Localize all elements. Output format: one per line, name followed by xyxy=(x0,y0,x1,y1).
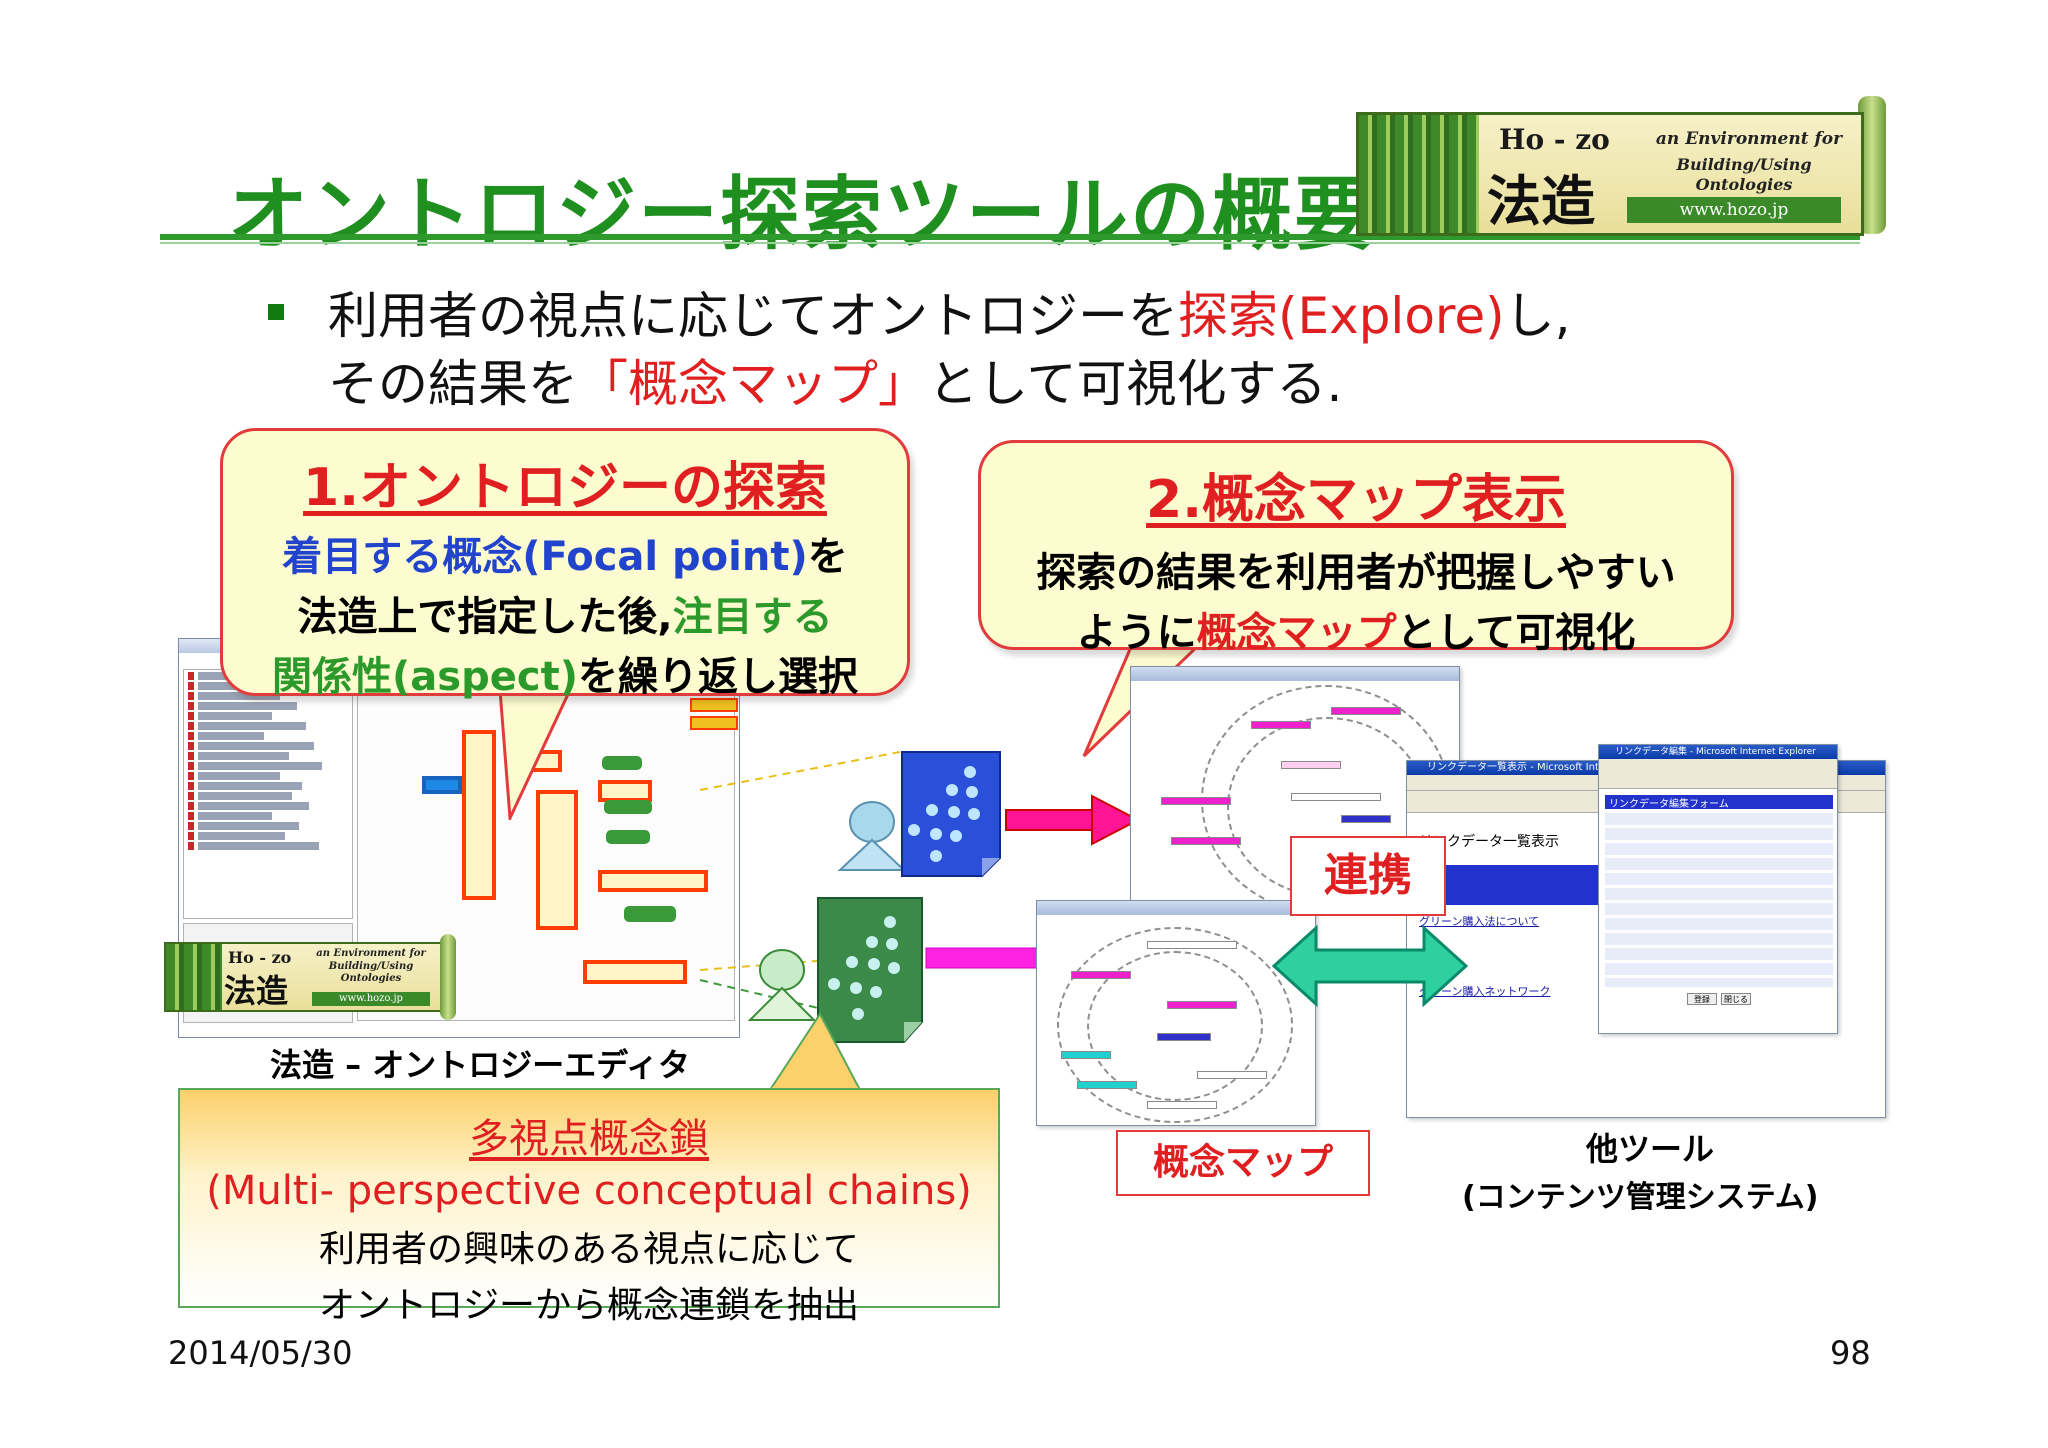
focal-point-text: 着目する概念(Focal point) xyxy=(282,534,808,580)
bullet-text: 利用者の視点に応じてオントロジーを xyxy=(328,287,1178,345)
logo-small-kanji: 法造 xyxy=(224,972,289,1010)
callout-text: ように xyxy=(1076,610,1197,656)
callout-1-tail xyxy=(498,690,572,820)
bamboo-graphic xyxy=(1359,115,1480,233)
bullet-text: として可視化する. xyxy=(928,355,1343,413)
title-underline xyxy=(160,234,1860,240)
cms-form-window: リンクデータ編集 - Microsoft Internet Explorer リ… xyxy=(1598,744,1838,1034)
logo-small-url: www.hozo.jp xyxy=(312,992,430,1006)
callout-text: を xyxy=(807,534,848,580)
callout-multi-perspective-chains: 多視点概念鎖 (Multi- perspective conceptual ch… xyxy=(178,1088,1000,1326)
chains-callout-tail xyxy=(768,1012,862,1091)
cms-list-heading: リンクデータ一覧表示 xyxy=(1419,834,1559,850)
cms-form-register-button[interactable]: 登録 xyxy=(1687,993,1717,1005)
callout-2-line-1: 探索の結果を利用者が把握しやすい xyxy=(1036,550,1676,596)
cms-form-window-title: リンクデータ編集 - Microsoft Internet Explorer xyxy=(1599,745,1837,759)
chains-heading: 多視点概念鎖 xyxy=(469,1116,709,1162)
other-tool-label: 他ツール xyxy=(1586,1130,1715,1168)
logo-tagline-2: Building/Using Ontologies xyxy=(1676,155,1812,194)
page-number: 98 xyxy=(1830,1334,1871,1372)
arrow-to-map-1 xyxy=(1005,794,1141,846)
bullet-highlight-explore: 探索(Explore) xyxy=(1178,287,1505,345)
bullet-text: その結果を xyxy=(328,355,578,413)
aspect-text: 関係性(aspect) xyxy=(272,654,578,700)
callout-1-heading: 1.オントロジーの探索 xyxy=(303,458,827,518)
concept-map-highlight: 概念マップ xyxy=(1196,610,1397,656)
chains-line-1: 利用者の興味のある視点に応じて xyxy=(318,1229,859,1270)
bullet-marker xyxy=(268,304,284,320)
bullet-text: し, xyxy=(1504,287,1571,345)
logo-name: Ho - zo xyxy=(1499,123,1610,156)
logo-small-scroll-roll xyxy=(440,934,456,1020)
callout-text: を繰り返し選択 xyxy=(577,654,858,700)
callout-text: 法造上で指定した後, xyxy=(297,594,673,640)
bullet-line-1: 利用者の視点に応じてオントロジーを探索(Explore)し, xyxy=(328,276,1571,348)
title-underline-light xyxy=(160,242,1860,244)
callout-1-line-3: 関係性(aspect)を繰り返し選択 xyxy=(223,644,907,702)
integration-double-arrow xyxy=(1271,924,1469,1008)
cms-form-close-button[interactable]: 閉じる xyxy=(1721,993,1751,1005)
cms-list-row-2[interactable]: グリーン購入ネットワーク xyxy=(1419,985,1551,998)
callout-1-line-1: 着目する概念(Focal point)を xyxy=(223,524,907,582)
logo-kanji: 法造 xyxy=(1487,169,1595,233)
editor-caption: 法造 – オントロジーエディタ xyxy=(270,1046,691,1084)
concept-map-label: 概念マップ xyxy=(1116,1130,1370,1196)
logo-url: www.hozo.jp xyxy=(1627,197,1841,223)
logo-tagline-1: an Environment for xyxy=(1655,129,1843,149)
callout-2-heading: 2.概念マップ表示 xyxy=(1146,470,1566,530)
slide-title: オントロジー探索ツールの概要 xyxy=(228,168,1376,261)
bullet-line-2: その結果を「概念マップ」として可視化する. xyxy=(328,344,1342,416)
attention-text: 注目する xyxy=(672,594,833,640)
callout-1-line-2: 法造上で指定した後,注目する xyxy=(223,584,907,642)
cms-list-row-1[interactable]: グリーン購入法について xyxy=(1419,915,1540,928)
cms-form-heading: リンクデータ編集フォーム xyxy=(1605,795,1833,810)
concept-map-window-front xyxy=(1036,900,1316,1126)
user-icon-1 xyxy=(837,801,907,871)
hozo-logo: Ho - zo 法造 an Environment for Building/U… xyxy=(1356,112,1864,236)
user-icon-2 xyxy=(747,949,817,1021)
bullet-highlight-map: 「概念マップ」 xyxy=(578,355,928,413)
integration-label: 連携 xyxy=(1290,836,1446,916)
editor-tree-panel xyxy=(183,669,353,919)
document-icon-green xyxy=(817,897,923,1043)
chains-english: (Multi- perspective conceptual chains) xyxy=(206,1168,972,1214)
footer-date: 2014/05/30 xyxy=(168,1334,353,1372)
logo-small-name: Ho - zo xyxy=(228,948,292,967)
concept-map-window-back xyxy=(1130,666,1460,915)
callout-2-line-2: ように概念マップとして可視化 xyxy=(981,600,1731,658)
callout-concept-map-display: 2.概念マップ表示 探索の結果を利用者が把握しやすい ように概念マップとして可視… xyxy=(978,440,1734,656)
callout-ontology-exploration: 1.オントロジーの探索 着目する概念(Focal point)を 法造上で指定し… xyxy=(220,428,910,700)
hozo-editor-screenshot xyxy=(178,638,740,1038)
callout-text: として可視化 xyxy=(1396,610,1636,656)
document-icon-blue xyxy=(901,751,1001,877)
chains-line-2: オントロジーから概念連鎖を抽出 xyxy=(318,1285,859,1326)
other-tool-sublabel: (コンテンツ管理システム) xyxy=(1462,1180,1819,1215)
